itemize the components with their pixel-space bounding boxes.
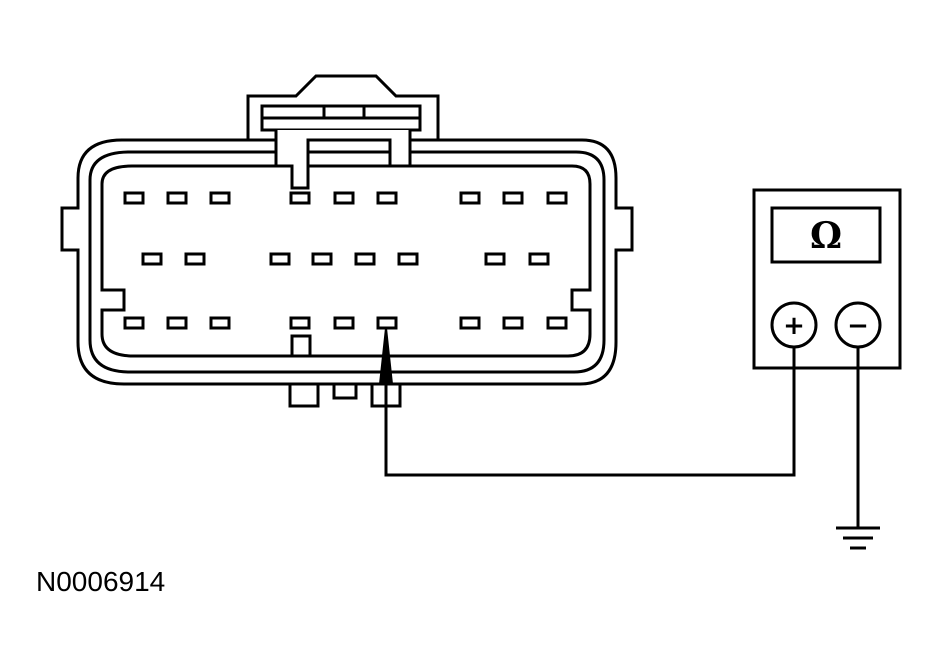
bottom-tabs <box>288 384 402 408</box>
connector-cavity <box>100 164 592 358</box>
connector <box>60 74 634 408</box>
ohm-symbol: Ω <box>810 215 842 257</box>
positive-sign: + <box>783 311 805 341</box>
pin-cavity <box>528 252 550 266</box>
pin-cavity <box>123 191 145 205</box>
pin-cavity <box>269 252 291 266</box>
pin-cavity <box>289 316 311 330</box>
test-leads <box>384 347 880 550</box>
pin-cavity <box>209 316 231 330</box>
pin-cavity <box>546 316 568 330</box>
pin-cavity <box>209 191 231 205</box>
connector-shell-outer <box>60 138 634 386</box>
latch-tab <box>322 104 366 120</box>
pin-cavity <box>376 191 398 205</box>
pin-cavity <box>459 316 481 330</box>
pin-cavity <box>166 316 188 330</box>
pin-cavity <box>311 252 333 266</box>
pin-cavity <box>354 252 376 266</box>
pin-cavity <box>184 252 206 266</box>
pin-cavity <box>397 252 419 266</box>
pin-cavity <box>123 316 145 330</box>
connector-latch <box>246 74 440 142</box>
pin-cavity <box>376 316 398 330</box>
figure-id: N0006914 <box>36 566 166 597</box>
ohmmeter <box>752 188 902 370</box>
pin-cavity <box>502 191 524 205</box>
pin-cavities <box>123 191 568 330</box>
pin-cavity <box>166 191 188 205</box>
connector-shell-inner <box>88 150 606 374</box>
pin-cavity <box>484 252 506 266</box>
keying-post <box>274 130 412 190</box>
positive-lead <box>384 347 796 477</box>
pin-cavity <box>141 252 163 266</box>
pin-cavity <box>333 191 355 205</box>
bottom-key <box>290 334 312 356</box>
pin-cavity <box>333 316 355 330</box>
negative-sign: − <box>847 311 869 341</box>
ohmmeter-display <box>770 206 882 264</box>
pin-cavity <box>459 191 481 205</box>
pin-cavity <box>546 191 568 205</box>
pin-cavity <box>289 191 311 205</box>
pin-cavity <box>502 316 524 330</box>
